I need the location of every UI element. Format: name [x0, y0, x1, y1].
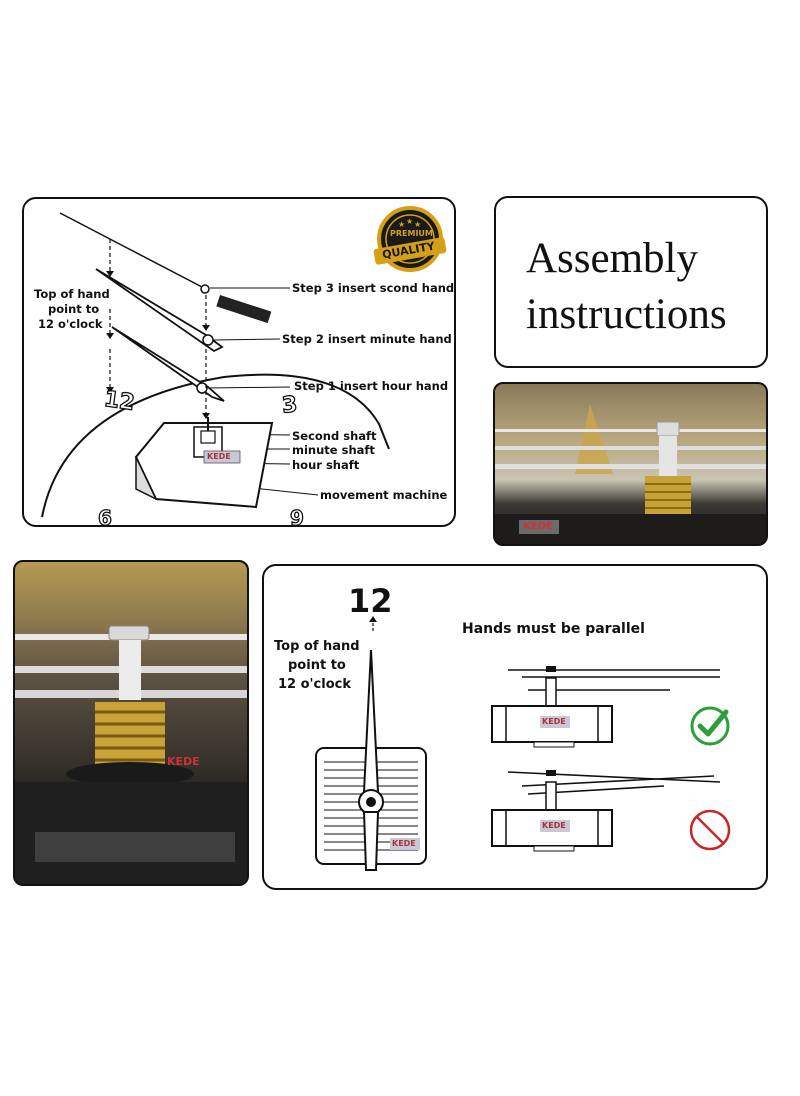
svg-text:★: ★ [406, 217, 413, 226]
movement-machine-label: movement machine [320, 488, 448, 502]
svg-text:★: ★ [398, 220, 405, 229]
second-hand-tail [216, 295, 272, 324]
clock-dial-outline [41, 373, 390, 518]
parallel-hands-drawing [315, 616, 731, 871]
title-line-1: Assembly [526, 235, 698, 282]
badge-top-text: PREMIUM [390, 229, 433, 238]
photo-brand-logo: KEDE [523, 521, 553, 532]
dial-number-3: 3 [280, 392, 299, 420]
side-note-line-3: 12 o'clock [38, 317, 103, 331]
step-2-label: Step 2 insert minute hand [282, 332, 452, 346]
title-panel: Assembly instructions [494, 196, 768, 368]
side-note-line-2: point to [48, 302, 100, 316]
movement-photo-top: KEDE [493, 382, 768, 546]
correct-brand-logo: KEDE [542, 717, 566, 726]
premium-quality-badge: ★★★ PREMIUM QUALITY [372, 205, 448, 273]
dial-number-12: 12 [102, 386, 137, 417]
side-note2-line-2: point to [288, 658, 346, 673]
brand-logo: KEDE [207, 452, 231, 461]
side-note2-line-3: 12 o'clock [278, 677, 351, 692]
closeup-brand-logo: KEDE [167, 755, 200, 768]
minute-hand-shape [95, 268, 224, 353]
dial-number-9: 9 [97, 504, 112, 527]
side-note-line-1: Top of hand [34, 287, 110, 301]
second-shaft-label: Second shaft [292, 429, 377, 443]
badge-icon: ★★★ [373, 206, 447, 272]
prohibited-icon [689, 809, 731, 851]
movement-photo-top-drawing [495, 404, 766, 544]
dial-number-6: 6 [289, 504, 304, 527]
hour-hand-shape [111, 326, 225, 402]
title-line-2: instructions [526, 291, 727, 338]
step-1-label: Step 1 insert hour hand [294, 379, 449, 393]
second-hand-shape [59, 212, 203, 288]
assembly-diagram-panel: 12 3 9 6 KEDE Top of hand point to 12 o'… [22, 197, 456, 527]
movement-photo-closeup: KEDE [13, 560, 249, 886]
wrong-example-shape [507, 771, 721, 795]
side-note2-line-1: Top of hand [274, 639, 360, 654]
svg-text:★: ★ [414, 220, 421, 229]
hour-shaft-label: hour shaft [292, 458, 360, 472]
minute-shaft-label: minute shaft [292, 443, 375, 457]
assembly-diagram-drawing [41, 212, 390, 518]
dial-number-12-large: 12 [348, 582, 393, 620]
wrong-brand-logo: KEDE [542, 821, 566, 830]
hour-hand-upright-shape [362, 649, 380, 793]
movement-brand-logo: KEDE [392, 839, 416, 848]
parallel-hands-panel: 12 Top of hand point to 12 o'clock Hands… [262, 564, 768, 890]
parallel-heading: Hands must be parallel [462, 621, 645, 637]
correct-example-shape [508, 669, 720, 691]
step-3-label: Step 3 insert scond hand [292, 281, 455, 295]
check-icon [690, 706, 730, 746]
movement-photo-closeup-drawing [15, 625, 247, 884]
